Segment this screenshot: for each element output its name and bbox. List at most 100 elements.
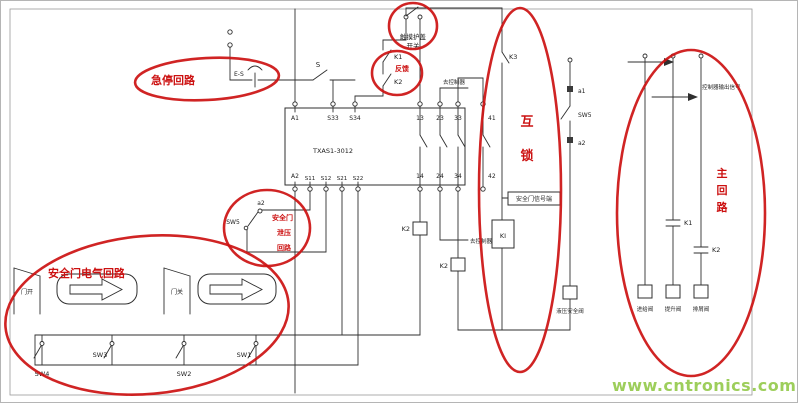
feedback-ellipse	[370, 49, 424, 97]
door-loop-ellipse	[4, 234, 290, 396]
main-circuit-ellipse	[615, 48, 767, 378]
door-arrow-left-icon	[69, 278, 123, 301]
interlock-label-char1: 互	[520, 115, 533, 130]
sw1-label: SW1	[237, 351, 252, 359]
door-signal-label: 安全门信号端	[516, 195, 552, 203]
k2-feedback-contact	[382, 73, 392, 87]
limit-switch-sw3	[103, 334, 115, 366]
touch-cover-label-line2: 开关	[407, 41, 421, 50]
estop-label: E-S	[234, 71, 244, 78]
door-panel-right	[197, 273, 277, 305]
terminal-a1: A1	[291, 115, 299, 122]
relay-contact-33-34	[457, 105, 466, 188]
main-k2-label: K2	[712, 246, 720, 254]
k3-contact	[501, 51, 510, 64]
terminal-23: 23	[436, 115, 444, 122]
terminal-s12: S12	[321, 176, 332, 182]
a1-contact-square	[567, 86, 573, 92]
terminal-a2: A2	[291, 173, 299, 180]
door-close-label: 门关	[171, 288, 183, 296]
relief-label-line2: 泄压	[277, 228, 291, 237]
interlock-ellipse	[477, 6, 563, 374]
controller-output-label: 控制器输出信号	[702, 83, 741, 91]
feed-valve-box	[637, 284, 653, 299]
sw5-label: SW5	[578, 112, 592, 119]
main-label-char1: 主	[717, 166, 728, 180]
k3-label: K3	[509, 53, 517, 61]
terminal-s34: S34	[349, 115, 361, 122]
a2-contact-square	[567, 137, 573, 143]
relay-contact-23-24	[439, 105, 448, 188]
terminal-13: 13	[416, 115, 424, 122]
terminal-s33: S33	[327, 115, 339, 122]
relief-sw5-label: SW5	[226, 219, 240, 226]
estop-button-cap	[247, 65, 263, 71]
door-panel-left	[56, 273, 138, 305]
terminal-33: 33	[454, 115, 462, 122]
door-frame-close: 门关	[163, 267, 191, 315]
terminal-s21: S21	[337, 176, 348, 182]
chip-valve-label: 排屑阀	[693, 305, 710, 313]
relief-loop: a2 SW5	[226, 190, 327, 253]
touch-cover-contact	[405, 6, 419, 17]
lift-valve-label: 提升阀	[665, 305, 682, 313]
k2-coil-a-label: K2	[402, 225, 410, 233]
sw2-label: SW2	[177, 370, 192, 378]
limit-switch-sw2	[175, 334, 187, 366]
terminal-14: 14	[416, 173, 424, 180]
terminal-41: 41	[488, 115, 496, 122]
safety-door-circuit: SW4 SW3 SW2 SW1 门开 门关	[13, 190, 421, 378]
relay-contact-13-14	[419, 105, 428, 188]
k2-label: K2	[394, 78, 402, 86]
terminal-34: 34	[454, 173, 462, 180]
emergency-loop-ellipse	[133, 56, 281, 102]
relief-label-line1: 安全门	[272, 213, 293, 222]
schematic-frame	[9, 8, 753, 396]
emergency-loop-label: 急停回路	[151, 73, 196, 87]
interlock-label-char2: 锁	[520, 148, 533, 164]
main-label-char2: 回	[717, 183, 728, 197]
ki-relay-box	[491, 219, 515, 249]
reset-switch-label: S	[316, 61, 321, 69]
red-annotations: 急停回路 互 锁 安全门 泄压 回路 安全门电气回路 主 回 路	[4, 1, 767, 396]
terminal-42: 42	[488, 173, 496, 180]
touch-cover-ellipse	[387, 1, 439, 51]
terminal-s22: S22	[353, 176, 364, 182]
a1-label: a1	[578, 88, 586, 95]
ki-label: KI	[500, 232, 506, 240]
door-open-label: 门开	[21, 288, 33, 296]
door-arrow-right-icon	[209, 278, 263, 301]
feed-valve-label: 进给阀	[637, 305, 654, 313]
door-loop-label: 安全门电气回路	[48, 266, 126, 280]
limit-switch-sw4	[33, 334, 45, 366]
k2-coil-b-label: K2	[440, 262, 448, 270]
relay-model-label: TXAS1-3012	[312, 147, 353, 155]
feedback-label: 反馈	[395, 64, 409, 73]
reset-switch-contact	[312, 69, 328, 81]
touch-cover-label-line1: 触摸护盖	[400, 32, 427, 41]
a2-label: a2	[578, 140, 586, 147]
sw3-label: SW3	[93, 351, 108, 359]
sw5-contact	[560, 105, 571, 120]
aux-feedback-column: a1 SW5 a2 液压安全阀	[556, 57, 592, 331]
signal-arrow-mid-icon	[688, 93, 698, 101]
watermark-text: www.cntronics.com	[612, 376, 796, 395]
to-controller-top-label: 去控制器	[443, 78, 466, 86]
relief-sw5-contact	[247, 211, 259, 227]
main-label-char3: 路	[717, 200, 729, 214]
relief-a2-label: a2	[257, 200, 265, 207]
lift-valve-box	[665, 284, 681, 299]
emergency-stop-branch: E-S S	[227, 29, 356, 103]
relief-label-line3: 回路	[277, 243, 292, 252]
main-k1-label: K1	[684, 219, 692, 227]
chip-valve-box	[693, 284, 709, 299]
terminal-24: 24	[436, 173, 444, 180]
door-frame-open: 门开	[13, 267, 41, 315]
limit-switch-sw1	[247, 334, 259, 366]
k1-label: K1	[394, 53, 402, 61]
terminal-s11: S11	[305, 176, 316, 182]
